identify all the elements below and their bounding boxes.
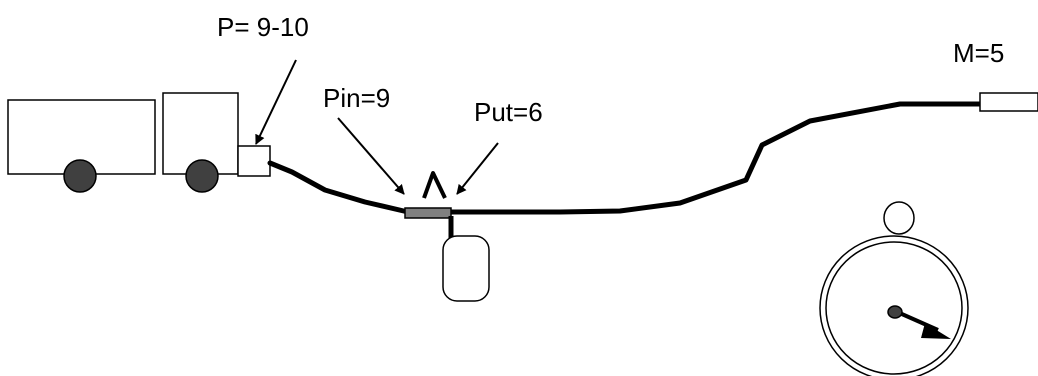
front-wheel: [185, 159, 219, 193]
gauge-pivot: [887, 305, 903, 319]
valve-body: [404, 207, 452, 219]
pump-pressure-arrow: [255, 59, 297, 145]
nozzle-pressure-label: M=5: [953, 38, 1004, 68]
nozzle: [979, 92, 1038, 112]
outlet-pressure-label: Put=6: [474, 97, 543, 127]
water-tank: [442, 235, 490, 302]
outlet-pressure-arrow: [456, 142, 499, 195]
inlet-pressure-label: Pin=9: [323, 83, 390, 113]
hose-line: [267, 101, 983, 215]
gauge-top-knob: [883, 201, 915, 235]
inlet-pressure-arrow: [337, 117, 405, 195]
rear-wheel: [63, 159, 97, 193]
stopwatch-gauge: [819, 201, 969, 376]
pump-pressure-label: P= 9-10: [217, 12, 309, 42]
pump-box: [237, 145, 271, 177]
valve-handle: [422, 171, 447, 199]
fire-truck: [7, 92, 271, 193]
gauge-needle-tip: [921, 323, 951, 339]
divider-valve: [404, 171, 490, 302]
